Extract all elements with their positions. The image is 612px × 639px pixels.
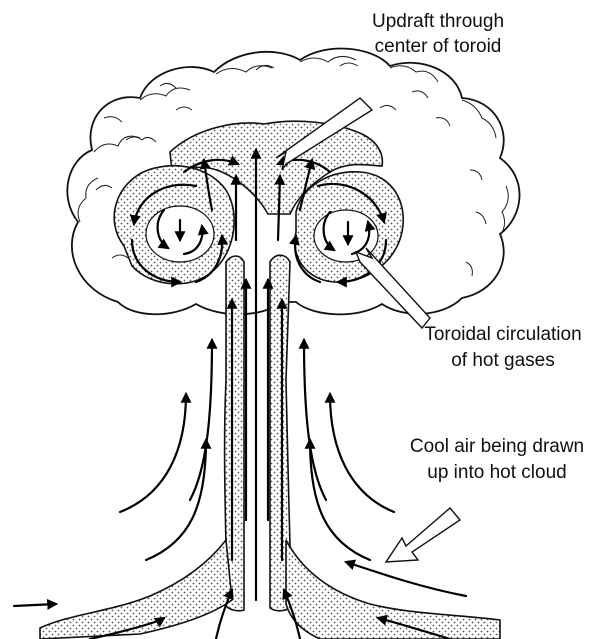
toroidal-label-line2: of hot gases bbox=[451, 350, 555, 371]
updraft-label-line2: center of toroid bbox=[375, 36, 502, 57]
cool-air-pointer bbox=[386, 508, 460, 562]
cool-air-label-line2: up into hot cloud bbox=[427, 462, 566, 483]
cool-air-label-line1: Cool air being drawn bbox=[410, 436, 584, 457]
toroidal-label-line1: Toroidal circulation bbox=[424, 324, 581, 345]
updraft-label-line1: Updraft through bbox=[372, 11, 504, 32]
